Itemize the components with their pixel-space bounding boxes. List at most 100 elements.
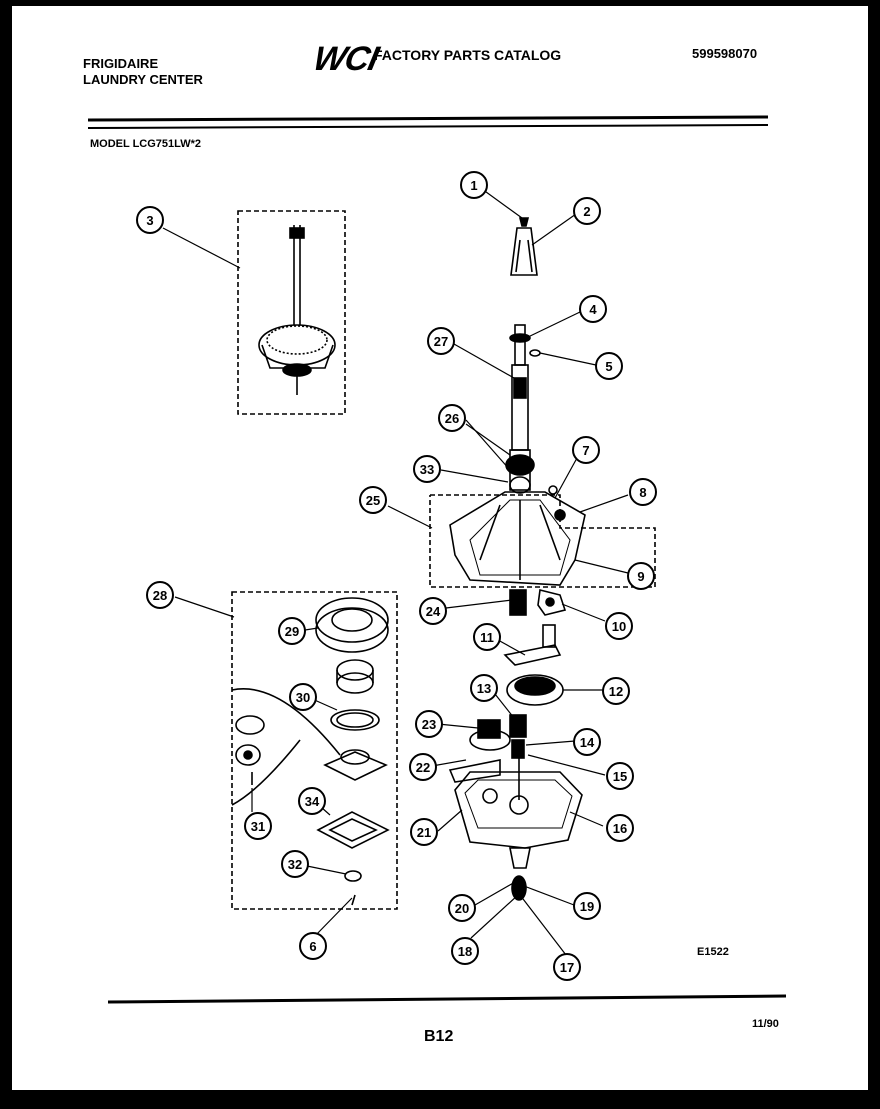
callout-22: 22 — [409, 753, 437, 781]
callout-circle — [278, 617, 306, 645]
callout-circle — [419, 597, 447, 625]
callout-circle — [602, 677, 630, 705]
callout-12: 12 — [602, 677, 630, 705]
callout-circle — [146, 581, 174, 609]
callout-circle — [606, 814, 634, 842]
callout-24: 24 — [419, 597, 447, 625]
callout-34: 34 — [298, 787, 326, 815]
leader-lines — [162, 188, 629, 956]
callout-number: 12 — [609, 684, 623, 699]
callout-number: 11 — [480, 630, 494, 645]
callout-circle — [409, 753, 437, 781]
drive-shaft-part — [505, 324, 541, 494]
callout-number: 6 — [309, 939, 316, 954]
callout-circle — [448, 894, 476, 922]
callout-8: 8 — [629, 478, 657, 506]
callout-29: 29 — [278, 617, 306, 645]
callout-number: 10 — [612, 619, 626, 634]
callout-circle — [629, 478, 657, 506]
callout-number: 7 — [582, 443, 589, 458]
callout-number: 21 — [417, 825, 431, 840]
callout-11: 11 — [473, 623, 501, 651]
callout-18: 18 — [451, 937, 479, 965]
callout-number: 28 — [153, 588, 167, 603]
group-box-25 — [429, 494, 656, 588]
callout-number: 34 — [305, 794, 320, 809]
callout-33: 33 — [413, 455, 441, 483]
callout-number: 31 — [251, 819, 265, 834]
callout-25: 25 — [359, 486, 387, 514]
callout-number: 4 — [589, 302, 597, 317]
callout-number: 18 — [458, 944, 472, 959]
callout-13: 13 — [470, 674, 498, 702]
callout-26: 26 — [438, 404, 466, 432]
callout-number: 17 — [560, 960, 574, 975]
callout-number: 13 — [477, 681, 491, 696]
callout-32: 32 — [281, 850, 309, 878]
callout-number: 3 — [146, 213, 153, 228]
callout-circle — [473, 623, 501, 651]
callout-number: 24 — [426, 604, 441, 619]
callout-number: 5 — [605, 359, 612, 374]
callout-30: 30 — [289, 683, 317, 711]
callout-circle — [136, 206, 164, 234]
callout-number: 20 — [455, 901, 469, 916]
callout-number: 29 — [285, 624, 299, 639]
callout-15: 15 — [606, 762, 634, 790]
callout-9: 9 — [627, 562, 655, 590]
callout-circle — [415, 710, 443, 738]
callout-number: 8 — [639, 485, 646, 500]
page-number: B12 — [424, 1028, 454, 1045]
brand-name: FRIGIDAIRE — [83, 56, 159, 71]
scan-border-top — [0, 0, 880, 6]
callout-19: 19 — [573, 892, 601, 920]
callout-circle — [298, 787, 326, 815]
scan-border-right — [868, 0, 880, 1109]
catalog-title: FACTORY PARTS CATALOG — [374, 47, 562, 63]
brand-block: FRIGIDAIRE LAUNDRY CENTER — [83, 56, 203, 88]
callout-number: 14 — [580, 735, 595, 750]
callout-number: 15 — [613, 769, 627, 784]
callout-circle — [438, 404, 466, 432]
figure-code: E1522 — [697, 946, 729, 958]
callout-number: 30 — [296, 690, 310, 705]
model-label: MODEL LCG751LW*2 — [90, 138, 202, 150]
callout-number: 16 — [613, 821, 627, 836]
callout-number: 19 — [580, 899, 594, 914]
callout-16: 16 — [606, 814, 634, 842]
callout-number: 26 — [445, 411, 459, 426]
callout-circle — [299, 932, 327, 960]
callout-number: 33 — [420, 462, 434, 477]
callout-6: 6 — [299, 932, 327, 960]
callout-20: 20 — [448, 894, 476, 922]
gear-case-cover-part — [449, 485, 586, 586]
callout-10: 10 — [605, 612, 633, 640]
group-box-28 — [231, 591, 398, 910]
callout-number: 1 — [470, 178, 477, 193]
callout-27: 27 — [427, 327, 455, 355]
footer-rule — [107, 994, 787, 1004]
callout-23: 23 — [415, 710, 443, 738]
callout-circle — [281, 850, 309, 878]
seal-kit-parts — [231, 597, 390, 906]
callout-number: 25 — [366, 493, 380, 508]
product-line: LAUNDRY CENTER — [83, 72, 203, 87]
callout-2: 2 — [573, 197, 601, 225]
callout-circle — [470, 674, 498, 702]
callout-circle — [595, 352, 623, 380]
callout-circle — [451, 937, 479, 965]
callout-circle — [573, 728, 601, 756]
agitator-cap-part — [510, 217, 538, 276]
callout-14: 14 — [573, 728, 601, 756]
callout-circle — [605, 612, 633, 640]
callout-circle — [410, 818, 438, 846]
callout-circle — [289, 683, 317, 711]
callout-circle — [579, 295, 607, 323]
callout-5: 5 — [595, 352, 623, 380]
header-rule-top — [87, 115, 769, 122]
callout-circle — [359, 486, 387, 514]
callout-4: 4 — [579, 295, 607, 323]
pinion-and-gears-part — [503, 589, 567, 706]
